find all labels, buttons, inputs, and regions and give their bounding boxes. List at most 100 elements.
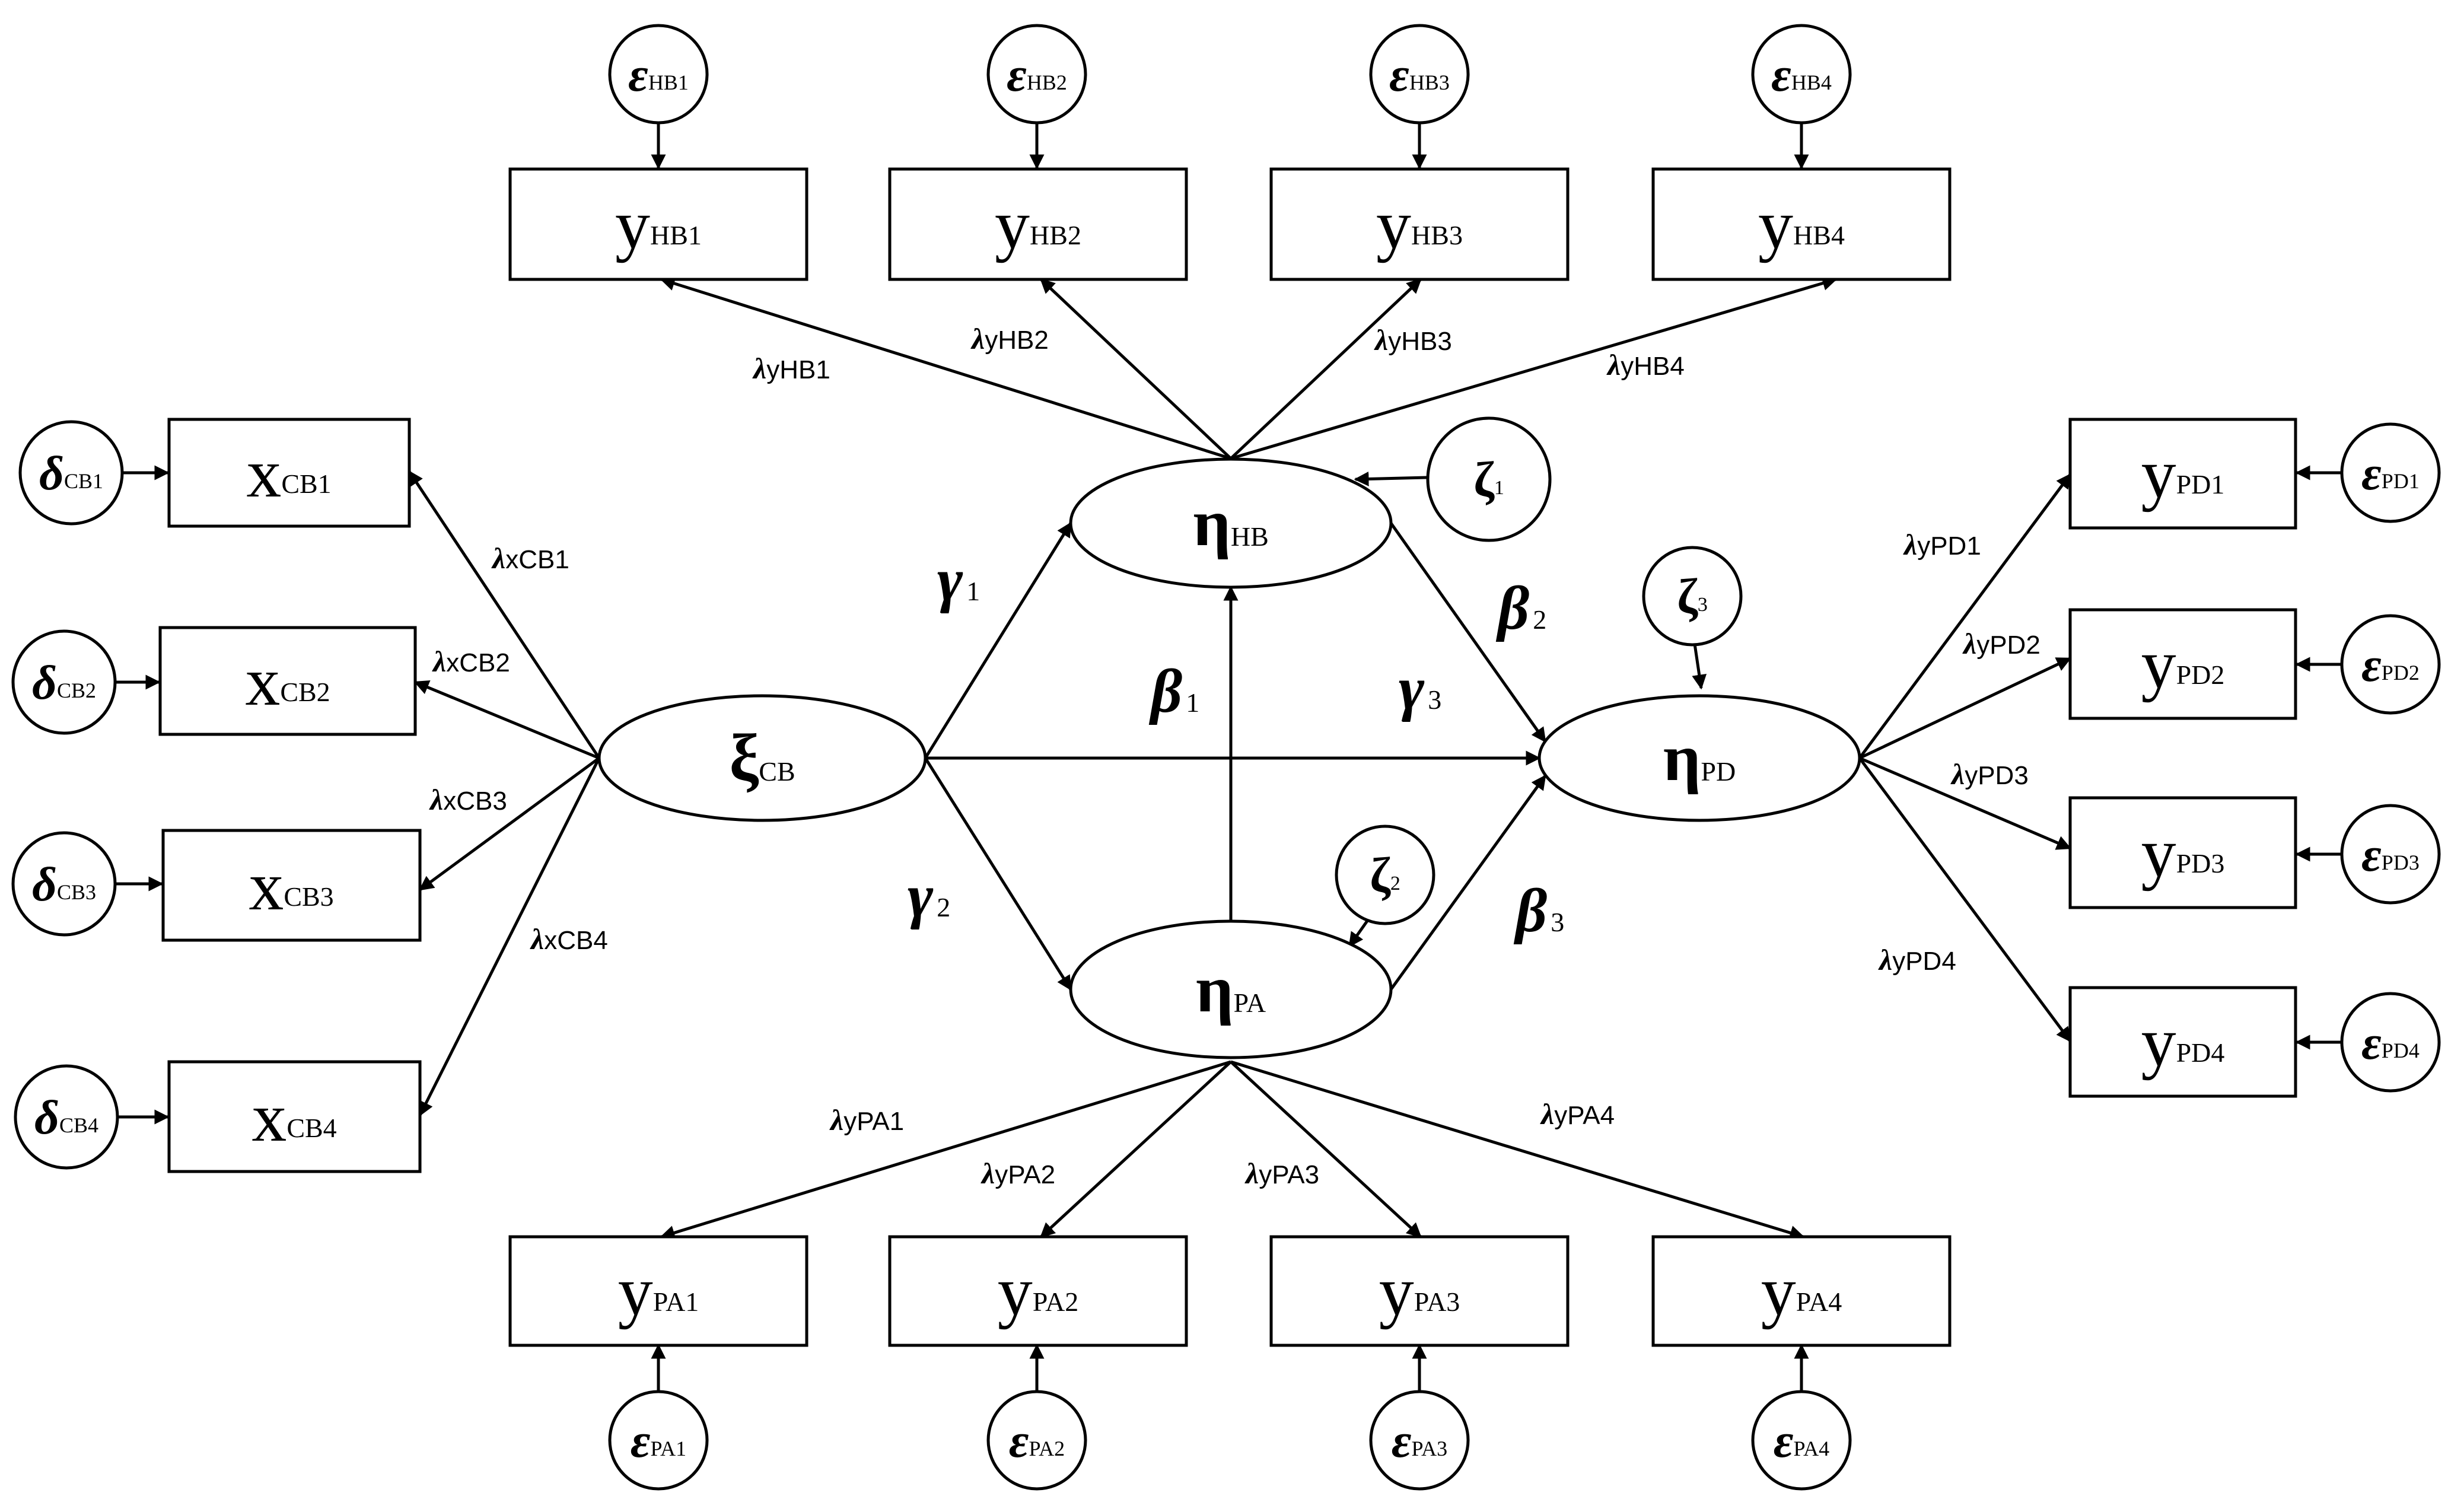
edge-etaPA-yPA2 — [1040, 1061, 1232, 1238]
svg-text:δCB2: δCB2 — [32, 655, 96, 709]
svg-text:δCB3: δCB3 — [32, 857, 96, 911]
error-dCB3-sub: CB3 — [57, 880, 96, 904]
svg-text:εPD4: εPD4 — [2361, 1016, 2420, 1069]
path-beta1-sub: 1 — [1186, 687, 1199, 718]
edges — [114, 122, 2342, 1392]
loading-yPA2: λyPA2 — [981, 1157, 1055, 1190]
svg-text:ζ1: ζ1 — [1473, 452, 1504, 507]
error-eHB3-sub: HB3 — [1409, 71, 1450, 94]
error-dCB4-sub: CB4 — [59, 1113, 98, 1137]
loading-labels: λxCB1 λxCB2 λxCB3 λxCB4 λyHB1 λyHB2 λyHB… — [429, 322, 2040, 1190]
error-ePD2-symbol: ε — [2361, 638, 2382, 692]
indicator-yPD3-main: y — [2141, 814, 2176, 892]
path-beta2-sub: 2 — [1533, 604, 1546, 635]
error-ePA2-sub: PA2 — [1029, 1437, 1065, 1460]
error-ePA4-symbol: ε — [1774, 1414, 1794, 1468]
svg-text:ηPA: ηPA — [1196, 953, 1266, 1026]
indicator-yPA4: yPA4 — [1651, 1235, 1952, 1347]
disturbance-z2-symbol: ζ — [1370, 848, 1391, 903]
edge-zeta1 — [1354, 471, 1427, 486]
disturbance-z2: ζ2 — [1335, 825, 1435, 925]
indicator-yPA4-main: y — [1761, 1252, 1796, 1330]
indicator-yPD4: yPD4 — [2068, 986, 2297, 1098]
path-gamma3-symbol: γ — [1399, 654, 1425, 722]
edge-etaPD-yPD4 — [1858, 757, 2072, 1043]
error-ePD3-sub: PD3 — [2382, 851, 2420, 874]
error-ePA4-sub: PA4 — [1793, 1437, 1829, 1460]
svg-text:εHB4: εHB4 — [1771, 47, 1832, 101]
svg-text:εPD1: εPD1 — [2361, 446, 2420, 500]
indicator-xCB4-sub: CB4 — [286, 1113, 336, 1143]
svg-text:εHB3: εHB3 — [1389, 47, 1450, 101]
error-ePD4-sub: PD4 — [2382, 1039, 2420, 1062]
error-eHB3: εHB3 — [1369, 24, 1470, 125]
indicator-yHB4-main: y — [1758, 186, 1793, 263]
edge-xiCB-xCB2 — [413, 680, 600, 760]
loading-yPD1: λyPD1 — [1903, 528, 1981, 561]
indicator-yHB4: yHB4 — [1651, 167, 1952, 281]
indicator-yPD4-sub: PD4 — [2176, 1037, 2225, 1068]
svg-text:εPA4: εPA4 — [1774, 1414, 1829, 1468]
svg-text:yPD4: yPD4 — [2141, 1003, 2225, 1081]
svg-text:yPD2: yPD2 — [2141, 625, 2225, 703]
edge-etaPD-yPD1 — [1858, 473, 2072, 759]
indicator-xCB3: xCB3 — [161, 829, 422, 942]
error-eHB2-sub: HB2 — [1027, 71, 1067, 94]
error-eHB1-symbol: ε — [628, 47, 648, 101]
indicator-yPA2: yPA2 — [888, 1235, 1188, 1347]
indicator-yPD1-main: y — [2141, 435, 2176, 513]
indicator-xCB2: xCB2 — [158, 626, 417, 736]
error-ePA2-symbol: ε — [1009, 1414, 1029, 1468]
error-eHB4: εHB4 — [1751, 24, 1852, 125]
svg-text:yPA1: yPA1 — [618, 1252, 699, 1330]
error-dCB4: δCB4 — [14, 1064, 119, 1170]
error-eHB1-sub: HB1 — [648, 71, 689, 94]
error-ePA3: εPA3 — [1369, 1390, 1470, 1491]
svg-text:yPA3: yPA3 — [1379, 1252, 1460, 1330]
indicator-yPA3: yPA3 — [1269, 1235, 1570, 1347]
error-ePA3-symbol: ε — [1392, 1414, 1412, 1468]
error-ePA1: εPA1 — [608, 1390, 709, 1491]
path-gamma2-symbol: γ — [908, 862, 934, 930]
latent-etaHB-sub: HB — [1231, 521, 1269, 552]
indicator-yHB2-sub: HB2 — [1030, 220, 1081, 250]
edge-etaHB-yHB3 — [1230, 278, 1422, 460]
svg-text:ξCB: ξCB — [729, 721, 795, 795]
loading-yHB2: λyHB2 — [970, 322, 1049, 355]
loading-yPA4: λyPA4 — [1540, 1097, 1615, 1131]
error-dCB4-symbol: δ — [34, 1090, 59, 1144]
error-ePD1-sub: PD1 — [2382, 469, 2420, 493]
svg-text:εPA1: εPA1 — [631, 1414, 686, 1468]
error-ePA3-sub: PA3 — [1411, 1437, 1447, 1460]
error-ePD4-symbol: ε — [2361, 1016, 2382, 1069]
indicator-boxes: xCB1 xCB2 xCB3 xCB4 yHB1 yHB2 yHB3 — [158, 167, 2297, 1347]
indicator-yHB2-main: y — [995, 186, 1030, 263]
error-ePD1-symbol: ε — [2361, 446, 2382, 500]
path-gamma3-sub: 3 — [1428, 685, 1441, 715]
disturbance-z1-sub: 1 — [1494, 477, 1504, 499]
disturbance-terms: ζ1 ζ2 ζ 3 — [1335, 416, 1743, 925]
error-eHB3-symbol: ε — [1389, 47, 1409, 101]
indicator-yPD2-main: y — [2141, 625, 2176, 703]
loading-yHB3: λyHB3 — [1374, 323, 1452, 356]
svg-text:εHB1: εHB1 — [628, 47, 689, 101]
indicator-yHB3-sub: HB3 — [1411, 220, 1463, 250]
error-ePA1-sub: PA1 — [650, 1437, 686, 1460]
path-gamma1-sub: 1 — [966, 576, 980, 606]
indicator-xCB2-main: x — [245, 642, 280, 720]
indicator-yPD3-sub: PD3 — [2176, 848, 2225, 878]
svg-text:xCB3: xCB3 — [249, 847, 333, 925]
svg-text:εPD2: εPD2 — [2361, 638, 2420, 692]
edge-xiCB-xCB3 — [418, 756, 600, 892]
latent-etaHB: ηHB — [1069, 457, 1393, 589]
edge-beta3 — [1389, 774, 1547, 991]
indicator-xCB2-sub: CB2 — [280, 677, 330, 707]
indicator-yHB3-main: y — [1376, 186, 1411, 263]
indicator-yPA2-main: y — [998, 1252, 1033, 1330]
svg-text:εPD3: εPD3 — [2361, 827, 2420, 881]
